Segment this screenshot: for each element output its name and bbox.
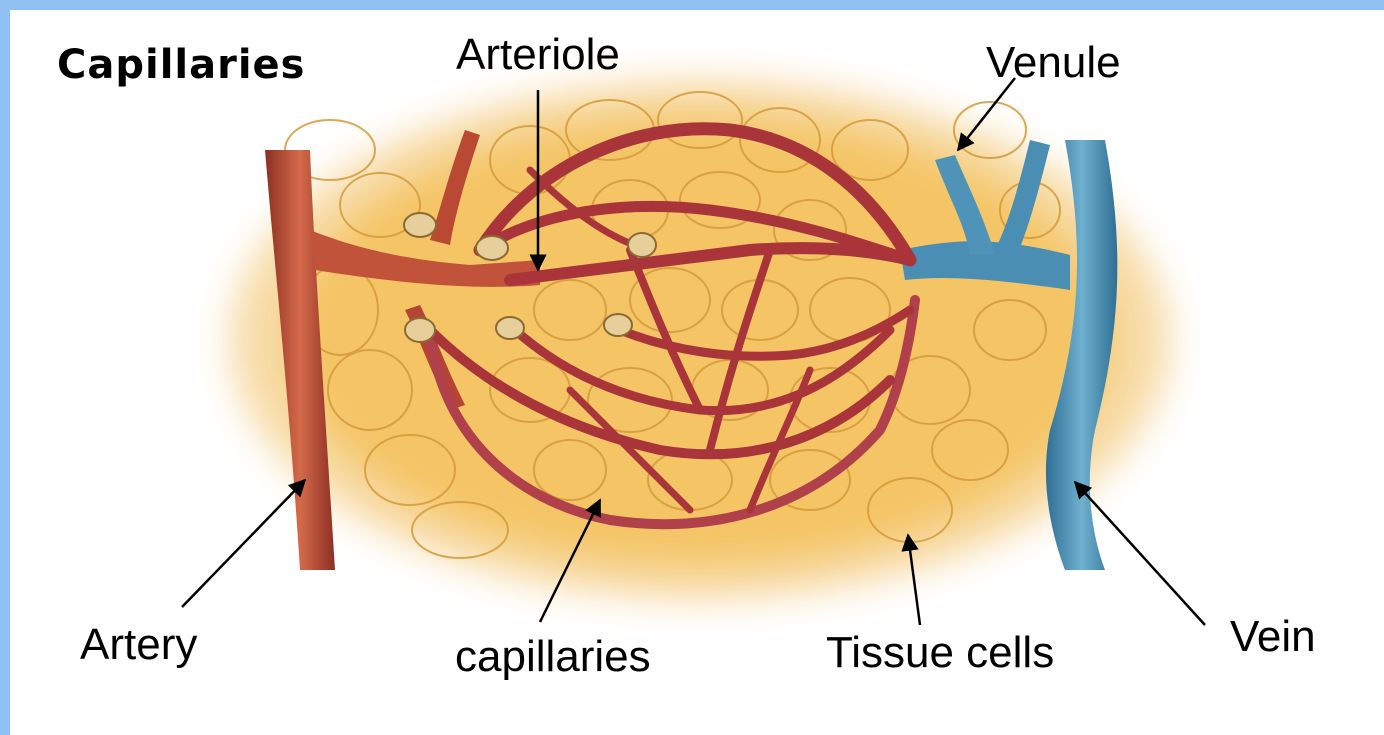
- label-tissue-cells: Tissue cells: [826, 628, 1054, 678]
- diagram-title: Capillaries: [57, 42, 305, 88]
- arrow-artery: [182, 480, 305, 607]
- label-venule: Venule: [986, 38, 1121, 88]
- label-arteriole: Arteriole: [456, 30, 620, 80]
- label-vein: Vein: [1230, 612, 1316, 662]
- capillary-bed-illustration: [10, 10, 1384, 735]
- diagram-frame: Capillaries Arteriole Venule Artery capi…: [10, 10, 1384, 735]
- label-artery: Artery: [80, 620, 197, 670]
- label-capillaries: capillaries: [455, 632, 651, 682]
